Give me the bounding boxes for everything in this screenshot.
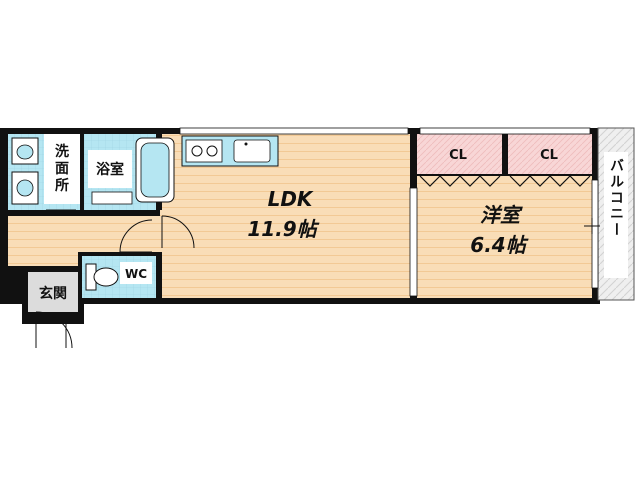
- washroom-label-area: [44, 134, 80, 204]
- closet-divider: [502, 134, 508, 176]
- doors: [35, 209, 195, 349]
- balcony-label: バルコニー: [608, 158, 624, 238]
- wall-wash-bath: [80, 134, 84, 210]
- wall-hall-top: [8, 210, 158, 216]
- western-room-floor: [417, 176, 592, 298]
- bathroom-label: 浴室: [96, 161, 124, 178]
- burner-2: [206, 145, 218, 157]
- washroom-label-1: 洗: [55, 143, 69, 160]
- burner-1: [191, 145, 203, 157]
- faucet: [244, 142, 248, 146]
- entrance-floor: [28, 272, 78, 312]
- window-ldk-north: [179, 127, 409, 135]
- wall-toilet-right: [156, 252, 162, 300]
- toilet-label-area: [120, 262, 152, 284]
- window-western-north: [419, 127, 591, 135]
- toilet-label: WC: [125, 267, 147, 281]
- washer-drum: [16, 179, 34, 197]
- wall-toilet-left: [78, 252, 82, 300]
- washroom-label-3: 所: [55, 177, 69, 194]
- bath-bench: [91, 191, 133, 205]
- entrance-threshold: [30, 312, 76, 316]
- entrance-label: 玄関: [39, 285, 67, 302]
- bathroom-label-area: [88, 150, 132, 188]
- vanity-basin: [16, 144, 34, 160]
- closet-doors: [419, 175, 591, 187]
- closet-1-label: CL: [449, 148, 467, 163]
- balcony-label-area: [604, 152, 628, 278]
- western-room-size: 6.4帖: [470, 233, 528, 257]
- wall-toilet-top: [78, 252, 158, 256]
- window-balcony: [591, 179, 599, 289]
- sink: [233, 139, 271, 163]
- western-room-name: 洋室: [480, 203, 523, 227]
- closet-2-label: CL: [540, 148, 558, 163]
- closet-1: [417, 134, 502, 174]
- toilet-bowl: [93, 267, 119, 287]
- washroom-label-2: 面: [55, 161, 69, 177]
- closet-2: [508, 134, 592, 174]
- stove: [185, 139, 223, 163]
- ldk-name: LDK: [268, 187, 314, 211]
- ldk-size: 11.9帖: [247, 217, 319, 241]
- bathtub-basin: [140, 142, 170, 198]
- sliding-door: [409, 187, 418, 297]
